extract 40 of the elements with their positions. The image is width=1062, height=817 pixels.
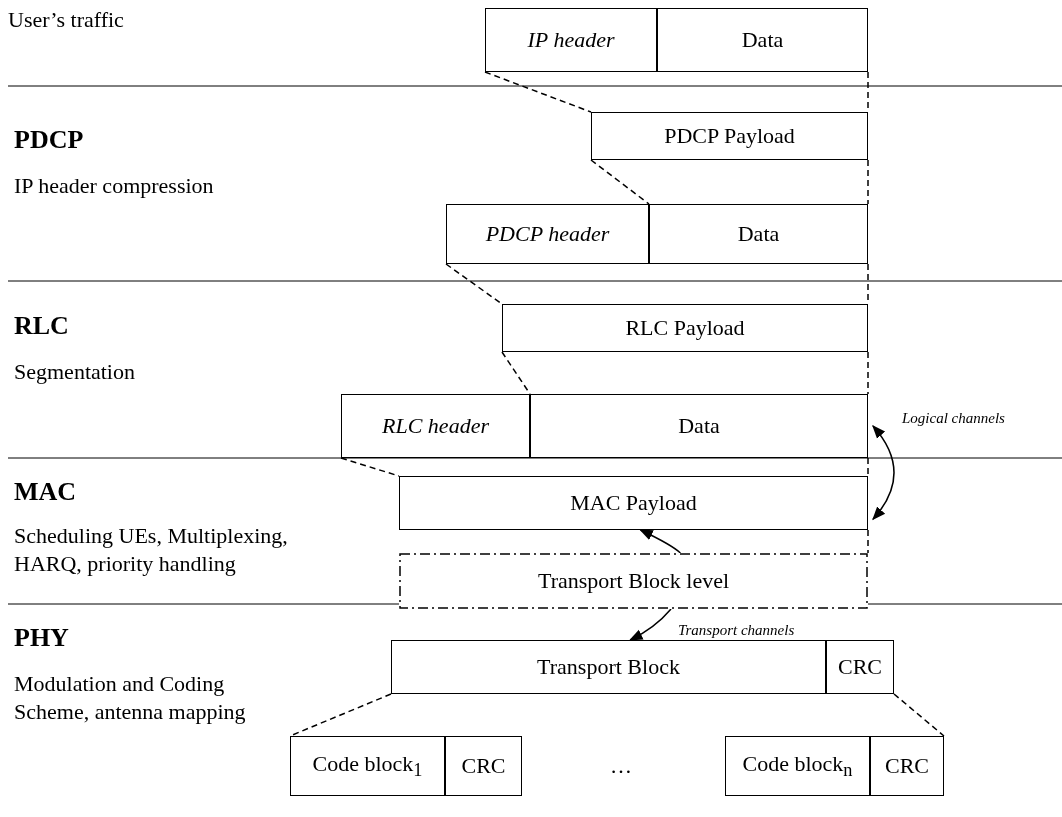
level-box: Transport Block level (399, 553, 868, 609)
packet-field: IP header (485, 8, 657, 72)
curved-arrow (629, 608, 672, 641)
connector-line (445, 263, 503, 305)
packet-field: Code block$_{1}$ (290, 736, 445, 796)
layer-heading: PHY (14, 624, 69, 652)
edge-label: Logical channels (900, 410, 1007, 427)
packet-field: CRC (445, 736, 522, 796)
layer-description: IP header compression (14, 172, 214, 200)
connector-line (867, 457, 869, 477)
connector-line (340, 457, 400, 477)
connector-line (893, 693, 945, 737)
layer-heading: RLC (14, 312, 69, 340)
packet-field: Code block$_{n}$ (725, 736, 870, 796)
packet-field: Data (657, 8, 868, 72)
connector-line (484, 71, 592, 113)
packet-field: Data (530, 394, 868, 458)
layer-description: Modulation and Coding Scheme, antenna mapping (14, 670, 247, 726)
connector-line (867, 529, 869, 554)
connector-line (590, 159, 650, 205)
packet-field: RLC header (341, 394, 530, 458)
layer-description: Scheduling UEs, Multiplexing, HARQ, priority handling (14, 522, 289, 578)
curved-arrow (639, 529, 682, 554)
packet-field: CRC (826, 640, 894, 694)
layer-description: Segmentation (14, 358, 135, 386)
packet-field: PDCP header (446, 204, 649, 264)
packet-field: CRC (870, 736, 944, 796)
packet-field: RLC Payload (502, 304, 868, 352)
connector-line (867, 159, 869, 205)
curved-arrow (872, 424, 895, 521)
ellipsis: … (610, 752, 632, 780)
packet-field: Data (649, 204, 868, 264)
layer-description: User’s traffic (8, 6, 124, 34)
layer-heading: MAC (14, 478, 77, 506)
packet-field: Transport Block (391, 640, 826, 694)
layer-heading: PDCP (14, 126, 84, 154)
packet-field: MAC Payload (399, 476, 868, 530)
connector-line (867, 351, 869, 395)
edge-label: Transport channels (676, 622, 797, 639)
packet-field: PDCP Payload (591, 112, 868, 160)
